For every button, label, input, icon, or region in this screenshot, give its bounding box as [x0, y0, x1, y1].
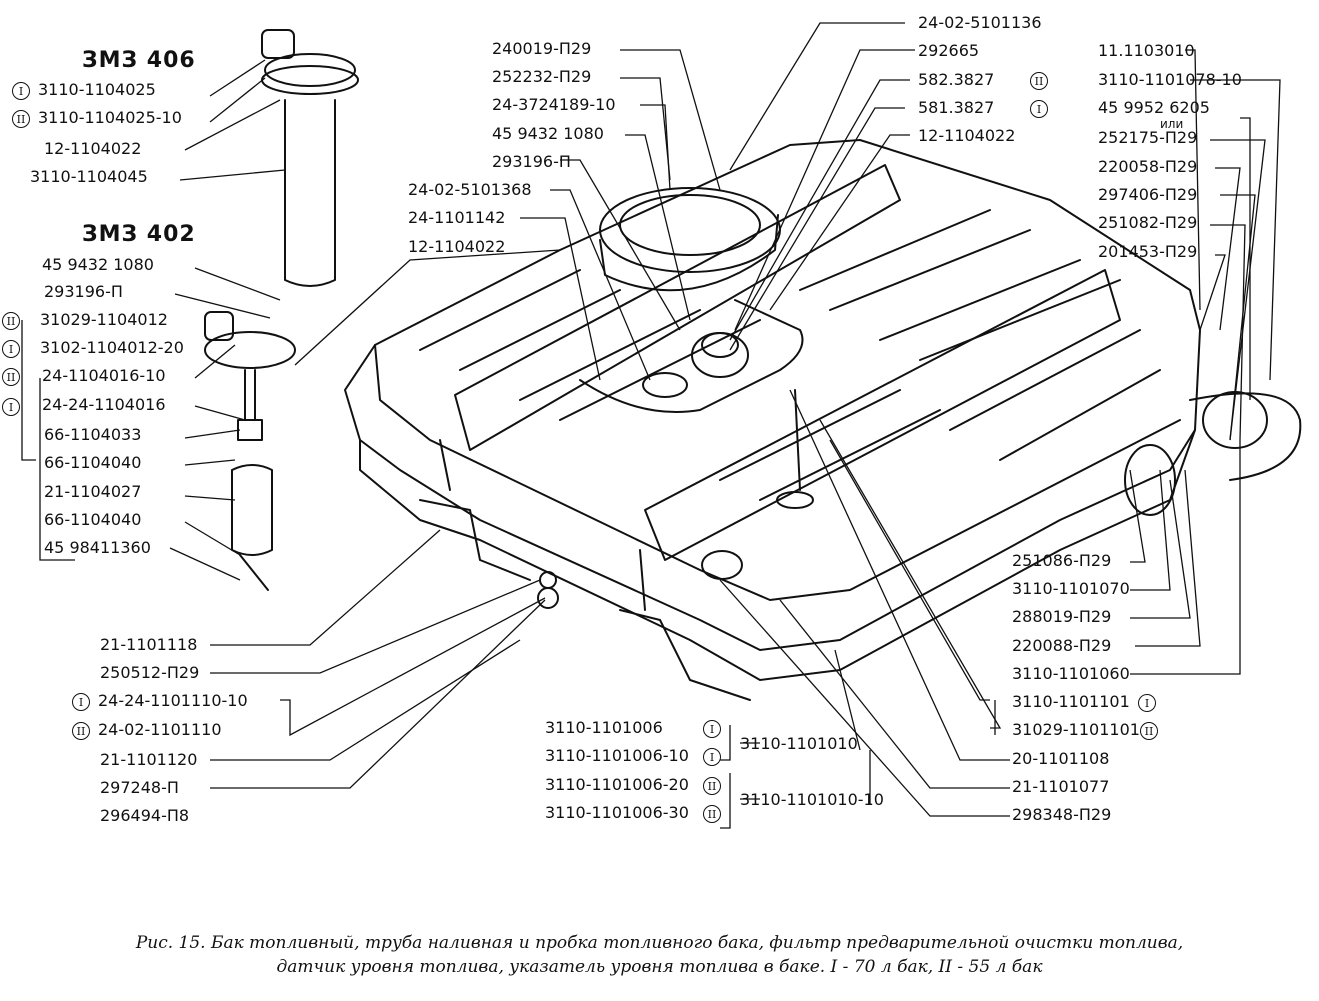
marker-one: I [1030, 100, 1048, 118]
part-label: 293196-П [44, 282, 123, 301]
part-label: 24-24-1104016 [42, 395, 166, 414]
marker-one: I [703, 720, 721, 738]
part-label: 292665 [918, 41, 980, 60]
figure-caption-line-2: датчик уровня топлива, указатель уровня … [276, 957, 1043, 977]
filler-hatch [599, 187, 781, 273]
marker-two: II [703, 805, 721, 823]
marker-one: I [12, 82, 30, 100]
strap-left [454, 164, 901, 451]
part-label: 250512-П29 [100, 663, 200, 682]
part-label: 3110-1101101 [1012, 692, 1130, 711]
part-label: 3102-1104012-20 [40, 338, 184, 357]
figure-caption-line-1: Рис. 15. Бак топливный, труба наливная и… [135, 933, 1184, 953]
part-label: 3110-1104025 [38, 80, 156, 99]
part-label: 296494-П8 [100, 806, 190, 825]
marker-one: I [72, 693, 90, 711]
marker-two: II [1030, 72, 1048, 90]
part-label: 220058-П29 [1098, 157, 1198, 176]
part-label: 12-1104022 [918, 126, 1016, 145]
part-label: 288019-П29 [1012, 607, 1112, 626]
part-label: 201453-П29 [1098, 242, 1198, 261]
part-label: 3110-1104025-10 [38, 108, 182, 127]
part-label: 24-02-1101110 [98, 720, 222, 739]
marker-two: II [12, 110, 30, 128]
part-label: 3110-1101060 [1012, 664, 1130, 683]
part-label: 45 98411360 [44, 538, 151, 557]
part-label: 45 9432 1080 [492, 124, 604, 143]
part-label: 66-1104040 [44, 510, 142, 529]
marker-two: II [72, 722, 90, 740]
marker-two: II [2, 368, 20, 386]
part-label: 45 9952 6205 [1098, 98, 1210, 117]
part-label: 3110-1101078-10 [1098, 70, 1242, 89]
marker-two: II [703, 777, 721, 795]
part-label: 220088-П29 [1012, 636, 1112, 655]
part-label: 12-1104022 [44, 139, 142, 158]
part-label: 298348-П29 [1012, 805, 1112, 824]
marker-one: I [703, 748, 721, 766]
part-label: 297406-П29 [1098, 185, 1198, 204]
marker-one: I [1138, 694, 1156, 712]
part-label: 31029-1104012 [40, 310, 168, 329]
part-label: 24-1104016-10 [42, 366, 166, 385]
marker-two: II [2, 312, 20, 330]
part-label: 24-02-5101136 [918, 13, 1042, 32]
part-label: 3110-1104045 [30, 167, 148, 186]
engine-title-zmz402: ЗМЗ 402 [82, 222, 196, 247]
part-label: 24-02-5101368 [408, 180, 532, 199]
part-label: 3110-1101006-20 [545, 775, 689, 794]
part-label: 21-1104027 [44, 482, 142, 501]
part-label: 11.1103010 [1098, 41, 1195, 60]
part-label: 3110-1101006 [545, 718, 663, 737]
part-label: 293196-П [492, 152, 571, 171]
part-label: 24-24-1101110-10 [98, 691, 248, 710]
part-label: 20-1101108 [1012, 749, 1110, 768]
strap-right [644, 269, 1121, 561]
part-label: 45 9432 1080 [42, 255, 154, 274]
part-label: 31029-1101101 [1012, 720, 1140, 739]
part-label: 12-1104022 [408, 237, 506, 256]
part-label: 24-1101142 [408, 208, 506, 227]
part-group-label: 3110-1101010-10 [740, 790, 884, 809]
part-label: 66-1104033 [44, 425, 142, 444]
part-group-label: 3110-1101010 [740, 734, 858, 753]
part-label: 297248-П [100, 778, 179, 797]
part-label: 252232-П29 [492, 67, 592, 86]
part-label: 21-1101118 [100, 635, 198, 654]
part-label: 3110-1101070 [1012, 579, 1130, 598]
marker-one: I [2, 340, 20, 358]
part-label: 252175-П29 [1098, 128, 1198, 147]
part-label: 21-1101120 [100, 750, 198, 769]
part-label: 24-3724189-10 [492, 95, 616, 114]
tank-body [344, 139, 1201, 651]
marker-two: II [1140, 722, 1158, 740]
part-label: 251082-П29 [1098, 213, 1198, 232]
part-label: 3110-1101006-10 [545, 746, 689, 765]
engine-title-zmz406: ЗМЗ 406 [82, 48, 196, 73]
part-label: 240019-П29 [492, 39, 592, 58]
part-label: 582.3827 [918, 70, 995, 89]
part-label: 581.3827 [918, 98, 995, 117]
part-label-note: или [1160, 117, 1184, 131]
part-label: 3110-1101006-30 [545, 803, 689, 822]
part-label: 66-1104040 [44, 453, 142, 472]
marker-one: I [2, 398, 20, 416]
part-label: 21-1101077 [1012, 777, 1110, 796]
part-label: 251086-П29 [1012, 551, 1112, 570]
